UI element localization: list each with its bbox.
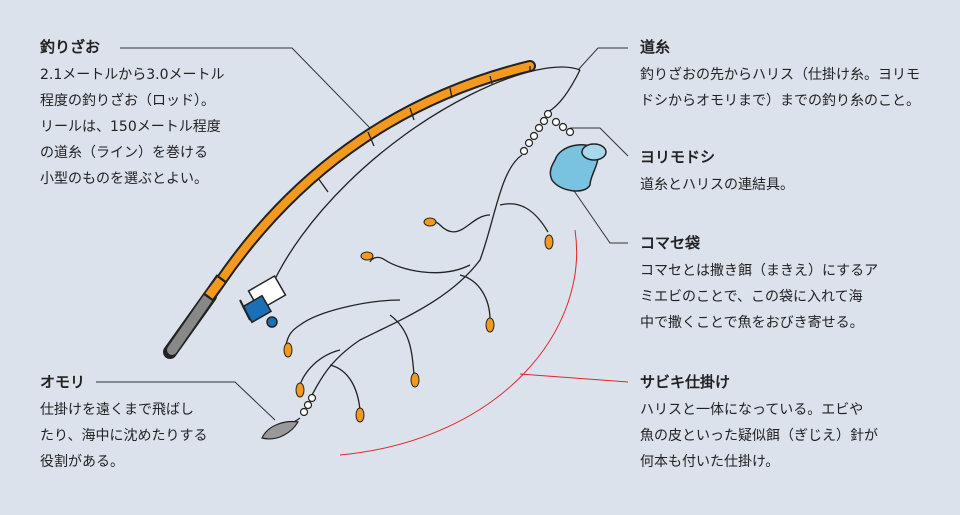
swivel-title: ヨリモドシ bbox=[640, 148, 716, 166]
chum-bag bbox=[549, 143, 607, 192]
sabiki-rig bbox=[285, 154, 549, 411]
sabiki-span-arc bbox=[339, 229, 577, 456]
leader-mainline bbox=[577, 47, 628, 71]
fishing-rod bbox=[163, 60, 581, 359]
leader-lines bbox=[96, 47, 629, 421]
mainline-body: 釣りざおの先からハリス（仕掛け糸。ヨリモ ドシからオモリまで）までの釣り糸のこと… bbox=[640, 67, 920, 109]
swivel-body: 道糸とハリスの連結具。 bbox=[640, 177, 794, 193]
rod-body: 2.1メートルから3.0メートル 程度の釣りざお（ロッド）。 リールは、150メ… bbox=[40, 67, 225, 187]
swivel bbox=[519, 109, 575, 156]
chumbag-title: コマセ袋 bbox=[640, 234, 701, 252]
rod-title: 釣りざお bbox=[40, 38, 101, 56]
sinker-description: オモリ 仕掛けを遠くまで飛ばし たり、海中に沈めたりする 役割がある。 bbox=[40, 371, 207, 475]
main-line bbox=[547, 69, 581, 113]
reel bbox=[239, 274, 287, 328]
sinker bbox=[261, 393, 317, 440]
swivel-description: ヨリモドシ 道糸とハリスの連結具。 bbox=[640, 146, 794, 198]
sabiki-body: ハリスと一体になっている。エビや 魚の皮といった疑似餌（ぎじえ）針が 何本も付い… bbox=[640, 402, 878, 470]
leader-swivel bbox=[570, 127, 629, 157]
chumbag-description: コマセ袋 コマセとは撒き餌（まきえ）にするア ミエビのことで、この袋に入れて海 … bbox=[640, 232, 878, 336]
sabiki-title: サビキ仕掛け bbox=[640, 373, 731, 391]
sinker-body: 仕掛けを遠くまで飛ばし たり、海中に沈めたりする 役割がある。 bbox=[40, 402, 208, 470]
leader-chumbag bbox=[569, 184, 628, 244]
rod-description: 釣りざお 2.1メートルから3.0メートル 程度の釣りざお（ロッド）。 リールは… bbox=[40, 36, 225, 192]
leader-sinker bbox=[96, 381, 276, 421]
sinker-title: オモリ bbox=[40, 373, 86, 391]
sabiki-description: サビキ仕掛け ハリスと一体になっている。エビや 魚の皮といった疑似餌（ぎじえ）針… bbox=[640, 371, 878, 475]
leader-sabiki bbox=[519, 373, 629, 383]
chumbag-body: コマセとは撒き餌（まきえ）にするア ミエビのことで、この袋に入れて海 中で撒くこ… bbox=[640, 263, 879, 331]
leader-rod bbox=[120, 47, 373, 131]
mainline-title: 道糸 bbox=[640, 38, 671, 56]
bait-hooks bbox=[283, 217, 554, 423]
mainline-description: 道糸 釣りざおの先からハリス（仕掛け糸。ヨリモ ドシからオモリまで）までの釣り糸… bbox=[640, 36, 920, 114]
